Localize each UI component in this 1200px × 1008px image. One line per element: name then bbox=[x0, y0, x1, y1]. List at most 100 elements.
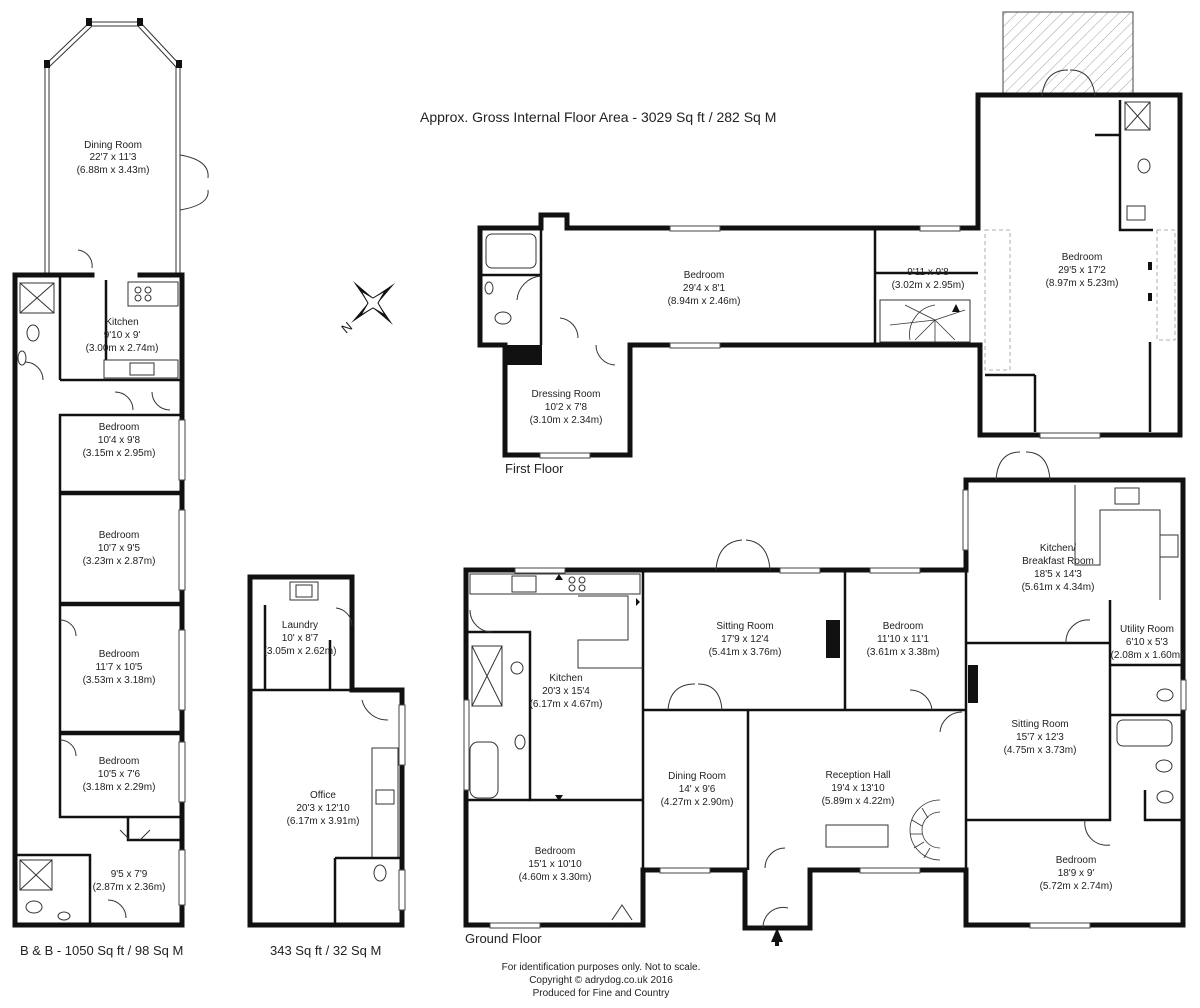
room-dimensions: (3.00m x 2.74m) bbox=[86, 343, 159, 354]
room-dimensions: 10'2 x 7'8 bbox=[545, 402, 588, 413]
room-name: Sitting Room bbox=[1011, 719, 1068, 730]
room-label-gf-reception-hall: Reception Hall 19'4 x 13'10 (5.89m x 4.2… bbox=[822, 770, 895, 807]
room-label-ff-bedroom-large: Bedroom 29'5 x 17'2 (8.97m x 5.23m) bbox=[1046, 252, 1119, 289]
room-name: Bedroom bbox=[883, 621, 924, 632]
outbuilding-area-label: 343 Sq ft / 32 Sq M bbox=[270, 943, 381, 958]
room-dimensions: (3.10m x 2.34m) bbox=[530, 415, 603, 426]
room-label-bnb-small-room: 9'5 x 7'9 (2.87m x 2.36m) bbox=[93, 869, 166, 893]
room-label-gf-bedroom-middle: Bedroom 11'10 x 11'1 (3.61m x 3.38m) bbox=[867, 621, 940, 658]
room-label-ff-bedroom-long: Bedroom 29'4 x 8'1 (8.94m x 2.46m) bbox=[668, 270, 741, 307]
room-dimensions: (8.97m x 5.23m) bbox=[1046, 278, 1119, 289]
room-label-gf-sitting-room-2: Sitting Room 15'7 x 12'3 (4.75m x 3.73m) bbox=[1004, 719, 1077, 756]
room-dimensions: (3.18m x 2.29m) bbox=[83, 782, 156, 793]
room-label-bnb-dining: Dining Room 22'7 x 11'3 (6.88m x 3.43m) bbox=[77, 140, 150, 176]
footer-line-3: Produced for Fine and Country bbox=[533, 988, 670, 999]
room-label-bnb-bedroom-4: Bedroom 10'5 x 7'6 (3.18m x 2.29m) bbox=[83, 756, 156, 793]
ground-floor bbox=[463, 451, 1187, 946]
room-label-gf-bedroom-se: Bedroom 18'9 x 9' (5.72m x 2.74m) bbox=[1040, 855, 1113, 892]
room-name: Bedroom bbox=[535, 846, 576, 857]
room-name: Kitchen bbox=[105, 317, 138, 328]
room-label-office: Office 20'3 x 12'10 (6.17m x 3.91m) bbox=[287, 790, 360, 827]
room-name: Bedroom bbox=[684, 270, 725, 281]
room-name: Bedroom bbox=[99, 422, 140, 433]
room-dimensions: (3.53m x 3.18m) bbox=[83, 675, 156, 686]
room-label-laundry: Laundry 10' x 8'7 (3.05m x 2.62m) bbox=[264, 620, 337, 657]
room-dimensions: 11'7 x 10'5 bbox=[95, 662, 142, 673]
outbuilding bbox=[247, 574, 406, 928]
bnb-building bbox=[12, 18, 209, 928]
room-name: Kitchen/ bbox=[1040, 543, 1076, 554]
room-dimensions: (5.89m x 4.22m) bbox=[822, 796, 895, 807]
room-dimensions: (8.94m x 2.46m) bbox=[668, 296, 741, 307]
room-dimensions: 10'5 x 7'6 bbox=[98, 769, 141, 780]
room-label-gf-bedroom-sw: Bedroom 15'1 x 10'10 (4.60m x 3.30m) bbox=[519, 846, 592, 883]
room-name: Laundry bbox=[282, 620, 318, 631]
first-floor bbox=[477, 11, 1183, 459]
room-label-bnb-bedroom-3: Bedroom 11'7 x 10'5 (3.53m x 3.18m) bbox=[83, 649, 156, 686]
room-name: Kitchen bbox=[549, 673, 582, 684]
room-name: Reception Hall bbox=[825, 770, 890, 781]
room-dimensions: (3.23m x 2.87m) bbox=[83, 556, 156, 567]
footer-disclaimer: For identification purposes only. Not to… bbox=[502, 962, 701, 999]
room-label-gf-utility-room: Utility Room 6'10 x 5'3 (2.08m x 1.60m) bbox=[1111, 624, 1184, 661]
room-name: Utility Room bbox=[1120, 624, 1174, 635]
room-label-gf-sitting-room-1: Sitting Room 17'9 x 12'4 (5.41m x 3.76m) bbox=[709, 621, 782, 658]
compass-rose-icon bbox=[351, 281, 395, 325]
room-dimensions: 17'9 x 12'4 bbox=[721, 634, 769, 645]
footer-line-2: Copyright © adrydog.co.uk 2016 bbox=[529, 975, 673, 986]
room-dimensions: (5.61m x 4.34m) bbox=[1022, 582, 1095, 593]
gross-area-title: Approx. Gross Internal Floor Area - 3029… bbox=[420, 109, 776, 125]
room-dimensions: 9'10 x 9' bbox=[104, 330, 141, 341]
room-dimensions: (3.02m x 2.95m) bbox=[892, 280, 965, 291]
room-dimensions: 15'1 x 10'10 bbox=[528, 859, 582, 870]
room-dimensions: 11'10 x 11'1 bbox=[877, 634, 929, 645]
footer-line-1: For identification purposes only. Not to… bbox=[502, 962, 701, 973]
room-dimensions: (4.75m x 3.73m) bbox=[1004, 745, 1077, 756]
room-dimensions: 22'7 x 11'3 bbox=[89, 152, 136, 163]
room-name: Dining Room bbox=[668, 771, 726, 782]
room-dimensions: 9'11 x 9'8 bbox=[907, 267, 949, 278]
room-label-gf-dining-room: Dining Room 14' x 9'6 (4.27m x 2.90m) bbox=[661, 771, 734, 808]
room-dimensions: (5.41m x 3.76m) bbox=[709, 647, 782, 658]
room-dimensions: 29'5 x 17'2 bbox=[1058, 265, 1106, 276]
room-name: Dining Room bbox=[84, 140, 142, 151]
room-label-bnb-bedroom-2: Bedroom 10'7 x 9'5 (3.23m x 2.87m) bbox=[83, 530, 156, 567]
room-dimensions: 18'9 x 9' bbox=[1058, 868, 1095, 879]
room-name: Bedroom bbox=[99, 756, 140, 767]
room-dimensions: (6.17m x 3.91m) bbox=[287, 816, 360, 827]
room-dimensions: (3.15m x 2.95m) bbox=[83, 448, 156, 459]
first-floor-label: First Floor bbox=[505, 461, 564, 476]
room-dimensions: (5.72m x 2.74m) bbox=[1040, 881, 1113, 892]
room-dimensions: 15'7 x 12'3 bbox=[1016, 732, 1064, 743]
room-name: Breakfast Room bbox=[1022, 556, 1094, 567]
room-dimensions: (3.61m x 3.38m) bbox=[867, 647, 940, 658]
ground-floor-label: Ground Floor bbox=[465, 931, 542, 946]
room-dimensions: (2.87m x 2.36m) bbox=[93, 882, 166, 893]
room-label-bnb-bedroom-1: Bedroom 10'4 x 9'8 (3.15m x 2.95m) bbox=[83, 422, 156, 459]
room-name: Bedroom bbox=[1062, 252, 1103, 263]
room-label-gf-kitchen: Kitchen 20'3 x 15'4 (6.17m x 4.67m) bbox=[530, 673, 603, 710]
room-label-ff-landing: 9'11 x 9'8 (3.02m x 2.95m) bbox=[892, 267, 965, 291]
room-dimensions: 10' x 8'7 bbox=[282, 633, 319, 644]
room-name: Bedroom bbox=[99, 530, 140, 541]
room-dimensions: (2.08m x 1.60m) bbox=[1111, 650, 1184, 661]
room-dimensions: (6.17m x 4.67m) bbox=[530, 699, 603, 710]
room-dimensions: 6'10 x 5'3 bbox=[1126, 637, 1169, 648]
room-dimensions: (3.05m x 2.62m) bbox=[264, 646, 337, 657]
bnb-area-label: B & B - 1050 Sq ft / 98 Sq M bbox=[20, 943, 183, 958]
room-dimensions: 10'7 x 9'5 bbox=[98, 543, 141, 554]
room-name: Bedroom bbox=[1056, 855, 1097, 866]
room-dimensions: 14' x 9'6 bbox=[679, 784, 716, 795]
entrance-arrow-icon bbox=[771, 928, 783, 942]
room-label-bnb-kitchen: Kitchen 9'10 x 9' (3.00m x 2.74m) bbox=[86, 317, 159, 354]
room-dimensions: 29'4 x 8'1 bbox=[683, 283, 726, 294]
room-dimensions: (4.60m x 3.30m) bbox=[519, 872, 592, 883]
room-dimensions: 9'5 x 7'9 bbox=[111, 869, 148, 880]
balcony-hatch bbox=[1002, 11, 1134, 97]
room-dimensions: (6.88m x 3.43m) bbox=[77, 165, 150, 176]
room-dimensions: 18'5 x 14'3 bbox=[1034, 569, 1082, 580]
room-label-gf-kitchen-breakfast: Kitchen/ Breakfast Room 18'5 x 14'3 (5.6… bbox=[1022, 543, 1095, 593]
room-name: Bedroom bbox=[99, 649, 140, 660]
room-label-ff-dressing: Dressing Room 10'2 x 7'8 (3.10m x 2.34m) bbox=[530, 389, 603, 426]
